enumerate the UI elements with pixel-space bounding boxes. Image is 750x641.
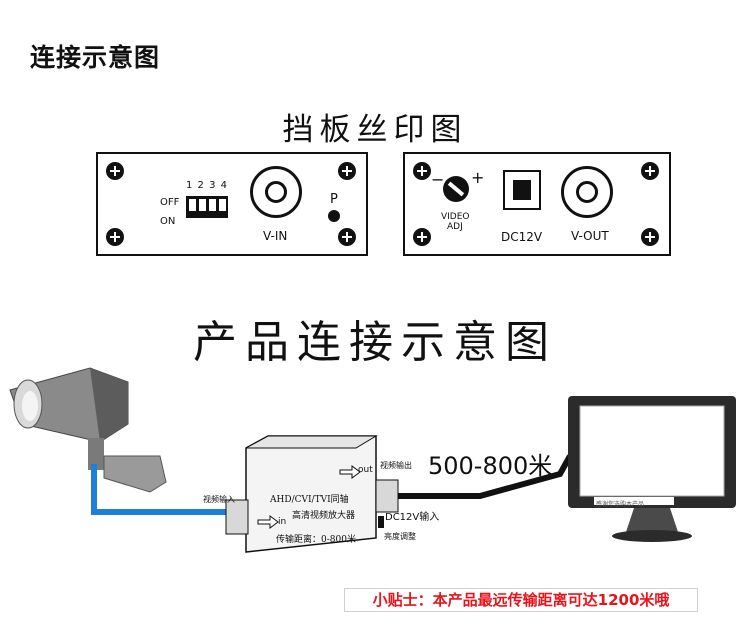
screw-icon (106, 228, 124, 246)
dip-switch (186, 196, 228, 218)
device-text-line1: AHD/CVI/TVI同轴 (270, 495, 349, 505)
screw-icon (338, 162, 356, 180)
out-label: out (358, 465, 373, 475)
device-text-line3: 传输距离：0-800米 (276, 535, 356, 545)
in-label: in (278, 517, 287, 527)
screw-icon (338, 228, 356, 246)
camera-icon (9, 367, 167, 493)
section-title-connection: 连接示意图 (30, 43, 161, 72)
p-label: P (330, 192, 338, 207)
vout-label: V-OUT (571, 229, 609, 243)
adj-label: ADJ (447, 222, 463, 232)
vout-bnc-connector-icon (561, 166, 613, 218)
video-input-label: 视频输入 (203, 495, 235, 504)
device-text-line2: 高清视频放大器 (292, 511, 356, 521)
dc-jack-icon (503, 170, 541, 210)
screw-icon (413, 228, 431, 246)
brightness-adjust-label: 亮度调整 (384, 532, 416, 541)
product-diagram-title: 产品连接示意图 (193, 317, 557, 368)
video-label: VIDEO (441, 212, 470, 222)
screw-icon (106, 162, 124, 180)
right-panel-silkscreen: − + VIDEO ADJ DC12V V-OUT (403, 152, 671, 256)
screw-icon (641, 162, 659, 180)
screw-icon (413, 162, 431, 180)
monitor-screen-text: 感谢您选购本产品 (596, 501, 645, 508)
panel-silkscreen-title: 挡板丝印图 (282, 112, 468, 148)
tip-note: 小贴士：本产品最远传输距离可达1200米哦 (344, 588, 698, 612)
screw-icon (641, 228, 659, 246)
dc12v-label: DC12V (501, 230, 543, 244)
video-adj-knob-icon (443, 176, 469, 202)
power-led-icon (328, 210, 340, 222)
left-panel-silkscreen: 1 2 3 4 OFF ON V-IN P (96, 152, 368, 256)
dip-off-label: OFF (160, 197, 180, 208)
video-output-label: 视频输出 (380, 461, 412, 470)
amplifier-device-icon (225, 435, 399, 553)
dip-numbers: 1 2 3 4 (186, 180, 228, 191)
dc-input-label: DC12V输入 (385, 512, 440, 523)
connection-diagram (9, 367, 736, 553)
vin-bnc-connector-icon (250, 166, 302, 218)
monitor-icon (568, 396, 736, 542)
vin-label: V-IN (263, 229, 288, 243)
dip-on-label: ON (160, 216, 176, 227)
distance-label: 500-800米 (428, 452, 553, 480)
plus-sign: + (471, 168, 485, 187)
minus-sign: − (431, 170, 445, 189)
